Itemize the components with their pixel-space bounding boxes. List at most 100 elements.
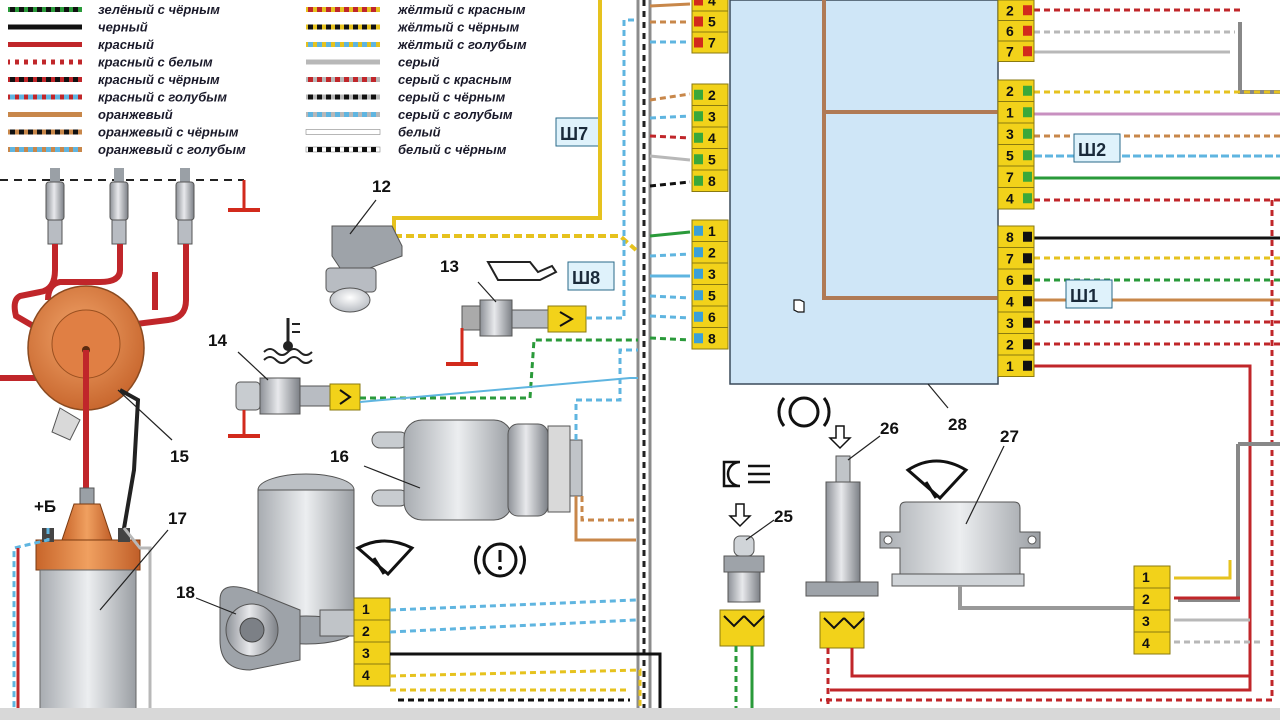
pin-cell — [1133, 587, 1171, 611]
legend-entry: белый — [305, 125, 441, 140]
pin-marker — [694, 16, 703, 27]
pin-number: 2 — [1006, 83, 1014, 99]
connector-pin: 2 — [691, 83, 729, 106]
legend-swatch — [8, 147, 82, 152]
pin-marker — [694, 111, 703, 122]
connector-pin: 5 — [691, 284, 729, 307]
legend-swatch — [305, 146, 381, 153]
pin-number: 4 — [362, 667, 370, 683]
brake-warning-icon — [777, 396, 831, 428]
connector-pin: 7 — [997, 247, 1035, 270]
pin-number: 1 — [1142, 569, 1150, 585]
oil-pressure-sensor-13: 13 — [440, 18, 638, 366]
legend-entry: серый с голубым — [306, 107, 513, 122]
pin-number: 2 — [708, 87, 716, 103]
wires-18 — [389, 598, 662, 708]
pin-cell — [1133, 631, 1171, 655]
pin-cell — [691, 327, 729, 350]
pin-marker — [1023, 231, 1032, 242]
pin-number: 1 — [362, 601, 370, 617]
spark-plug-icon — [45, 168, 65, 245]
pin-cell — [353, 641, 391, 665]
pin-cell — [1133, 565, 1171, 589]
pin-number: 2 — [708, 244, 716, 260]
connector-pin: 2 — [997, 333, 1035, 356]
connector-pin: 8 — [691, 169, 729, 192]
connector-pin: 6 — [997, 20, 1035, 42]
legend-entry: оранжевый с чёрным — [8, 125, 239, 140]
legend-label: красный — [98, 37, 154, 52]
pin-number: 3 — [1006, 315, 1014, 331]
label-plus-b: +Б — [34, 497, 56, 516]
connector-pin: 2 — [997, 0, 1035, 21]
legend-label: жёлтый с голубым — [397, 37, 527, 52]
legend-label: красный с чёрным — [98, 72, 220, 87]
tag-sh7: Ш7 — [555, 117, 601, 147]
solenoid-valve-16: 16 — [330, 348, 638, 542]
connector-pin: 2 — [1133, 587, 1171, 611]
wiper-motor-18: 18 — [176, 473, 355, 671]
pin-marker — [1023, 25, 1032, 36]
pin-number: 6 — [1006, 272, 1014, 288]
connector-pin: 2 — [997, 79, 1035, 102]
leader-line — [927, 383, 949, 409]
pin-marker — [1023, 171, 1032, 182]
pin-number: 5 — [1006, 147, 1014, 163]
pin-marker — [1023, 253, 1032, 264]
arrow-down-icon — [828, 425, 852, 450]
arrow-down-icon — [728, 503, 752, 528]
svg-text:Ш8: Ш8 — [572, 268, 600, 288]
legend-entry: жёлтый с чёрным — [306, 20, 520, 35]
legend-entry: красный с голубым — [8, 90, 227, 105]
connector-pin: 6 — [997, 268, 1035, 291]
pin-marker — [694, 37, 703, 48]
oil-can-icon — [486, 261, 558, 281]
connector-pin: 1 — [1133, 565, 1171, 589]
legend-entry: красный с белым — [8, 55, 213, 70]
connector-pin: 7 — [997, 165, 1035, 188]
parking-brake-icon — [473, 542, 527, 578]
legend-label: оранжевый — [98, 107, 173, 122]
pin-number: 3 — [362, 645, 370, 661]
spark-plug-icon — [175, 168, 195, 245]
connector-pin: 2 — [691, 241, 729, 264]
connector-pin: 5 — [691, 148, 729, 171]
wire-fan-right — [820, 8, 1280, 702]
pin-number: 8 — [1006, 229, 1014, 245]
label-28: 28 — [948, 415, 967, 434]
legend-label: красный с голубым — [98, 90, 227, 105]
legend-entry: оранжевый — [8, 107, 173, 122]
connector-pin: 3 — [997, 311, 1035, 334]
pin-number: 5 — [708, 14, 716, 30]
legend-swatch — [8, 24, 82, 30]
bottom-strip — [0, 708, 1280, 720]
label-15: 15 — [170, 447, 189, 466]
pin-cell — [353, 597, 391, 621]
connector-pin: 1 — [691, 219, 729, 242]
wiper-icon — [355, 539, 415, 577]
pin-marker — [694, 0, 703, 6]
pin-marker — [1023, 274, 1032, 285]
pin-number: 4 — [1142, 635, 1150, 651]
tag-sh8: Ш8 — [567, 261, 615, 291]
pin-number: 4 — [1006, 293, 1014, 309]
legend-entry: жёлтый с голубым — [306, 37, 527, 52]
connector-pin: 8 — [997, 225, 1035, 248]
pin-number: 8 — [708, 330, 716, 346]
pin-marker — [1023, 150, 1032, 161]
pin-marker — [694, 132, 703, 143]
connector-pin: 4 — [997, 187, 1035, 210]
legend-label: серый с красным — [398, 72, 512, 87]
vertical-harness — [636, 0, 652, 708]
pin-marker — [1023, 46, 1032, 57]
pin-cell — [691, 31, 729, 54]
legend-swatch — [306, 42, 380, 47]
connector-pin: 5 — [997, 144, 1035, 167]
legend-label: белый с чёрным — [398, 142, 507, 157]
pin-marker — [694, 225, 703, 236]
